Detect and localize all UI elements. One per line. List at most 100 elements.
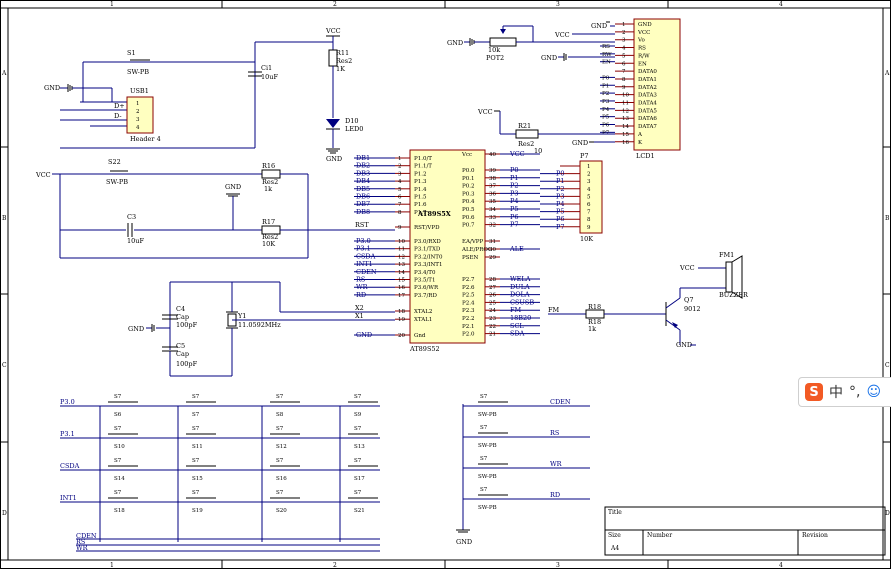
lcd-pin-number: 11	[622, 101, 629, 107]
mcu-pin-name: P0.0	[462, 168, 475, 174]
mcu-net-label: 18B20	[510, 314, 531, 322]
lcd-pin-name: DATA2	[638, 85, 657, 91]
d10-ref: D10	[345, 117, 358, 125]
mcu-net-label: P7	[510, 221, 519, 229]
mcu-pin-number: 11	[398, 247, 405, 253]
mcu-net-label: INT1	[356, 260, 373, 268]
ime-emoji-icon[interactable]: ☺	[866, 384, 882, 400]
matrix-bottom-net: CDEN	[76, 532, 97, 540]
matrix-key-ref: S16	[276, 476, 287, 482]
ime-mode-toggle[interactable]: 中	[829, 385, 843, 401]
row-marker: D	[2, 510, 7, 517]
p7-net-label: P0	[556, 170, 565, 178]
x1-net-label: X1	[355, 312, 364, 320]
mcu-net-label: WR	[356, 283, 369, 291]
mcu-pin-number: 37	[489, 184, 496, 190]
mcu-net-label: ALE	[509, 245, 524, 253]
matrix-key-top-label: S7	[354, 394, 362, 400]
usb-gnd-label: GND	[44, 84, 60, 92]
buzzer-vcc-label: VCC	[679, 264, 695, 272]
lcd-pin-number: 16	[622, 140, 629, 146]
mcu-pin-name: P3.7/RD	[414, 293, 437, 299]
mcu-pin-number: 39	[489, 168, 496, 174]
mcu-pin-number: 31	[489, 239, 496, 245]
lcd-pin-number: 14	[622, 124, 629, 130]
matrix-key-top-label: S7	[114, 426, 122, 432]
p7-net-label: P2	[556, 185, 565, 193]
mcu-net-label: DB4	[356, 177, 370, 185]
mcu-net-label: DB2	[356, 162, 370, 170]
mcu-pin-number: 17	[398, 293, 405, 299]
size-value: A4	[610, 545, 619, 552]
row-marker: A	[1, 70, 7, 77]
mcu-pin-name: P3.2/INT0	[414, 254, 443, 260]
lcd-gnd3-label: GND	[572, 139, 588, 147]
mcu-pin-name: P1.3	[414, 179, 427, 185]
lcd1-ref: LCD1	[636, 152, 655, 160]
lcd-net-label: P2	[602, 91, 609, 97]
lcd-pin-name: GND	[638, 22, 652, 28]
side-key-value: SW-PB	[478, 474, 497, 480]
c5-value: Cap	[176, 350, 189, 358]
matrix-key-top-label: S7	[354, 458, 362, 464]
mcu-pin-name: EA/VPP	[462, 239, 484, 245]
usb-connector	[126, 96, 154, 134]
side-keys: S7SW-PBCDENS7SW-PBRSS7SW-PBWRS7SW-PBRDGN…	[456, 394, 590, 546]
y1-ref: Y1	[237, 312, 246, 320]
mcu-pin-number: 9	[398, 225, 402, 231]
lcd-net-label: P5	[602, 115, 610, 121]
mcu-net-label: DULA	[510, 283, 530, 291]
mcu-pin-number: 23	[489, 316, 496, 322]
r18-ref: R18	[588, 303, 601, 311]
mcu-net-label: CDEN	[356, 268, 377, 276]
matrix-row-net: CSDA	[60, 462, 80, 470]
matrix-key-top-label: S7	[354, 490, 362, 496]
lcd-pin-name: A	[637, 132, 643, 138]
mcu-pin-name: P0.5	[462, 207, 475, 213]
mcu-pin-number: 28	[489, 277, 496, 283]
p7-net-label: P1	[556, 177, 565, 185]
lcd-pin-name: DATA4	[638, 101, 657, 107]
p7-pin-number: 3	[587, 179, 591, 185]
ime-toolbar[interactable]: S 中 °, ☺	[798, 377, 891, 407]
p7-pack	[579, 160, 603, 234]
mcu-pin-number: 18	[398, 309, 405, 315]
column-marker: 3	[556, 1, 560, 8]
matrix-key-ref: S12	[276, 444, 287, 450]
ime-punct-toggle[interactable]: °,	[849, 384, 861, 400]
svg-text:3: 3	[136, 117, 140, 123]
lcd-pin-number: 9	[622, 85, 626, 91]
side-key-ref: S7	[480, 456, 488, 462]
row-marker: C	[2, 362, 7, 369]
mcu-pin-name: P1.0/T	[414, 156, 432, 162]
lcd-pin-number: 2	[622, 30, 626, 36]
mcu-net-label: DB5	[356, 185, 370, 193]
column-marker: 2	[333, 562, 337, 569]
matrix-key-ref: S15	[192, 476, 203, 482]
matrix-key-ref: S14	[114, 476, 125, 482]
mcu-pin-number: 5	[398, 187, 402, 193]
matrix-key-ref: S18	[114, 508, 125, 514]
buzzer-value: BUZZER	[719, 291, 749, 299]
matrix-key-ref: S8	[276, 412, 284, 418]
lcd-net-label: P7	[602, 130, 610, 136]
mcu-pin-number: 40	[489, 152, 496, 158]
title-label: Title	[608, 509, 622, 516]
key-matrix: P3.0S7S6S7S7S7S8S7S9P3.1S7S10S7S11S7S12S…	[60, 394, 380, 552]
s1-value: SW-PB	[127, 68, 149, 76]
svg-text:2: 2	[136, 109, 140, 115]
mcu-pin-name: PSEN	[462, 255, 478, 261]
matrix-key-top-label: S7	[114, 394, 122, 400]
matrix-key-ref: S7	[192, 412, 200, 418]
ime-logo-icon[interactable]: S	[805, 383, 823, 401]
side-key-ref: S7	[480, 487, 488, 493]
mcu-net-label: DB7	[356, 200, 370, 208]
lcd-pin-number: 4	[622, 46, 626, 52]
mcu-pin-name: P2.1	[462, 324, 474, 330]
c5-ref: C5	[176, 342, 185, 350]
r17-value: Res2	[262, 233, 278, 241]
mcu-pin-number: 1	[398, 156, 402, 162]
side-key-net: RD	[550, 491, 560, 499]
matrix-key-ref: S20	[276, 508, 287, 514]
